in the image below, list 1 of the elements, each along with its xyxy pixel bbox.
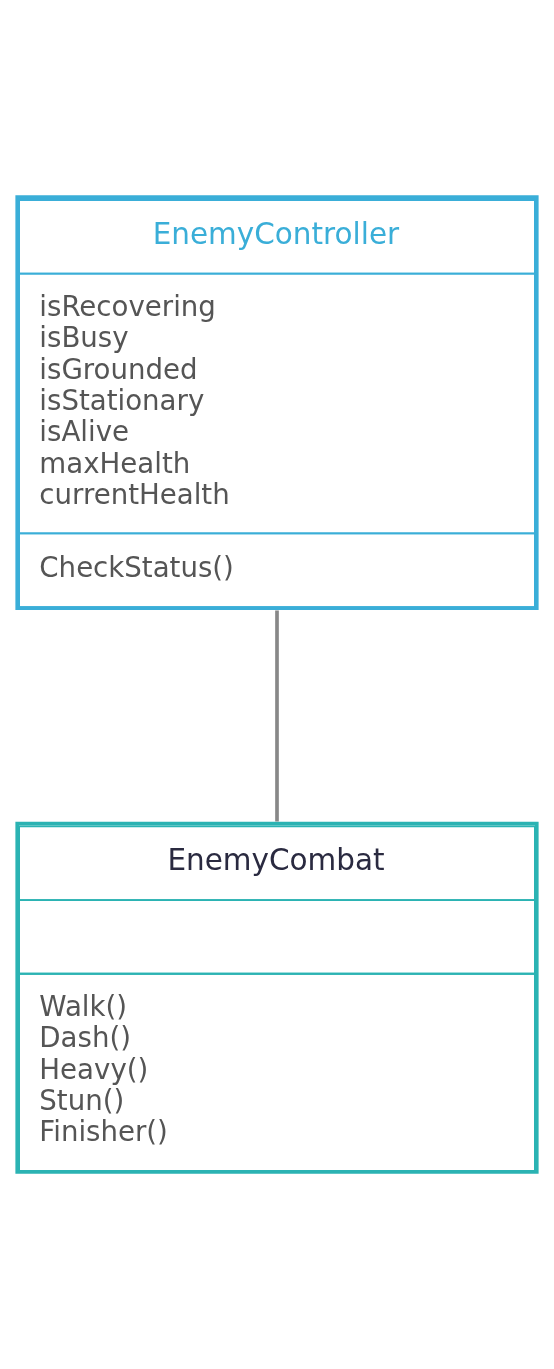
connector bbox=[275, 610, 279, 822]
